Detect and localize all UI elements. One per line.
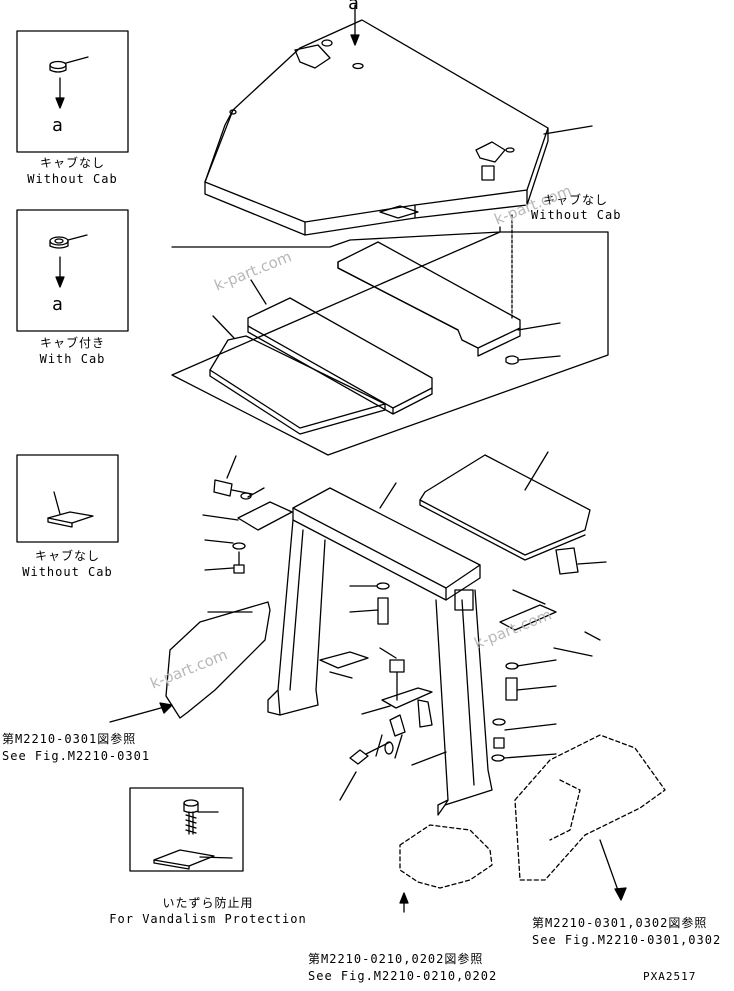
ref-bottom-right-en: See Fig.M2210-0301,0302 <box>532 933 722 947</box>
lock-bolt-icon <box>153 799 233 870</box>
group-caption-en: Without Cab <box>531 208 622 222</box>
inset-marker-a: a <box>52 294 63 315</box>
inset-box-without-cab-bracket <box>16 454 119 543</box>
drawing-code: PXA2517 <box>643 970 697 983</box>
without-cab-group-outline <box>171 226 609 456</box>
inset-caption-jp: キャブ付き <box>39 336 105 350</box>
inset-caption-en: Without Cab <box>27 172 118 186</box>
group-caption-jp: キャブなし <box>543 193 609 207</box>
floor-pads <box>209 241 561 435</box>
bracket-plate-icon <box>47 491 94 528</box>
inset-caption-en: With Cab <box>39 352 106 366</box>
ref-bottom-center-jp: 第M2210-0210,0202図参照 <box>308 952 484 966</box>
inset-caption-en: For Vandalism Protection <box>109 912 307 926</box>
callout-a-top: a <box>348 0 359 14</box>
inset-caption-jp: いたずら防止用 <box>162 896 254 910</box>
ref-left-jp: 第M2210-0301図参照 <box>2 732 137 746</box>
ref-bottom-right-jp: 第M2210-0301,0302図参照 <box>532 916 708 930</box>
ref-left-en: See Fig.M2210-0301 <box>2 749 151 763</box>
ref-bottom-center-en: See Fig.M2210-0210,0202 <box>308 969 498 983</box>
inset-caption-jp: キャブなし <box>34 549 100 563</box>
cap-nut-icon <box>49 56 89 109</box>
flange-nut-icon <box>49 234 88 288</box>
inset-box-without-cab-top <box>16 30 129 153</box>
canopy-roof <box>204 4 593 236</box>
inset-caption-jp: キャブなし <box>39 156 105 170</box>
inset-marker-a: a <box>52 115 63 136</box>
inset-box-vandalism <box>129 787 244 872</box>
inset-caption-en: Without Cab <box>22 565 113 579</box>
rops-frame <box>109 451 666 913</box>
inset-box-with-cab <box>16 209 129 332</box>
